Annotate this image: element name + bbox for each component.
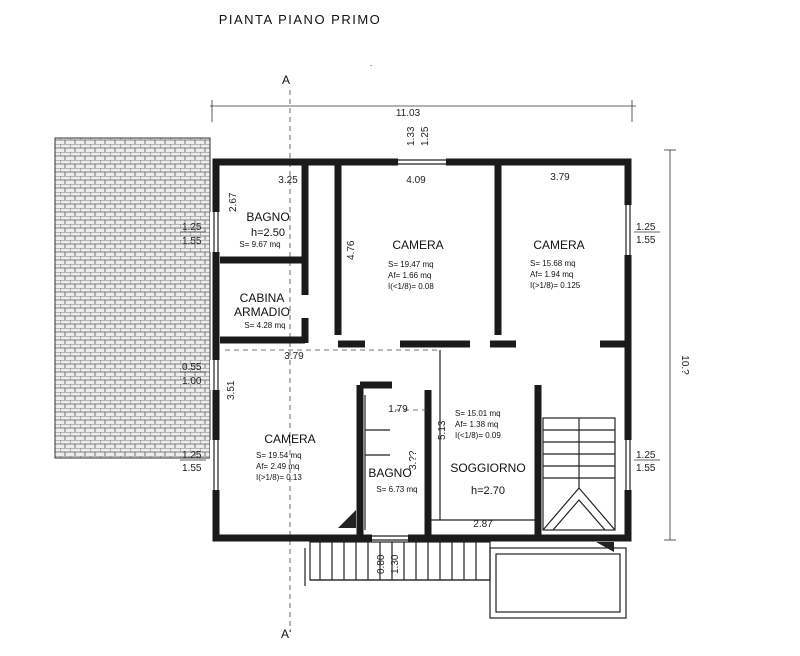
- dim-bagno-h: 2.67: [228, 192, 239, 212]
- windows: [210, 156, 634, 544]
- room-name: CAMERA: [533, 238, 584, 252]
- room-height: h=2.50: [251, 227, 285, 239]
- shaft-marker-2: [596, 542, 614, 552]
- shaft-marker-1: [338, 510, 356, 528]
- right-window-a-dim-2: 1.55: [636, 235, 656, 246]
- room-af: Af= 1.94 mq: [530, 270, 573, 279]
- room-area: S= 9.67 mq: [239, 240, 280, 249]
- room-bagno-2: BAGNO S= 6.73 mq: [368, 466, 417, 494]
- bottom-window-dim-1: 0.80: [376, 554, 387, 574]
- room-name-1: CABINA: [240, 291, 285, 305]
- right-window-b-dim-2: 1.55: [636, 463, 656, 474]
- dim-bagno2-h: 3.??: [408, 450, 419, 470]
- room-name: BAGNO: [368, 466, 411, 480]
- room-af: Af= 2.49 mq: [256, 462, 299, 471]
- right-window-a-dim-1: 1.25: [636, 222, 656, 233]
- left-window-c-dim-1: 1.25: [182, 450, 202, 461]
- dim-sogg-h: 5.13: [437, 420, 448, 440]
- room-ratio: I(<1/8)= 0.09: [455, 431, 501, 440]
- dim-bagno2-w: 1.79: [388, 404, 408, 415]
- bottom-window-dim-2: 1.30: [390, 554, 401, 574]
- dim-cam3-w: 3.79: [284, 351, 304, 362]
- room-camera-1: CAMERA S= 19.47 mq Af= 1.66 mq I(<1/8)= …: [388, 238, 444, 291]
- room-name-2: ARMADIO: [234, 305, 290, 319]
- room-area: S= 15.68 mq: [530, 259, 576, 268]
- room-name: SOGGIORNO: [450, 461, 525, 475]
- left-window-b-dim-2: 1.00: [182, 376, 202, 387]
- room-camera-3: CAMERA S= 19.54 mq Af= 2.49 mq I(>1/8)= …: [256, 432, 316, 482]
- room-area: S= 19.54 mq: [256, 451, 302, 460]
- dim-cam3-h: 3.51: [226, 380, 237, 400]
- interior-walls: [220, 162, 628, 538]
- right-window-b-dim-1: 1.25: [636, 450, 656, 461]
- room-af: Af= 1.38 mq: [455, 420, 498, 429]
- room-area: S= 6.73 mq: [376, 485, 417, 494]
- left-window-a-dim-1: 1.25: [182, 222, 202, 233]
- left-window-a-dim-2: 1.55: [182, 236, 202, 247]
- dim-bagno-w: 3.25: [278, 175, 298, 186]
- left-window-c-dim-2: 1.55: [182, 463, 202, 474]
- room-area: S= 19.47 mq: [388, 260, 434, 269]
- overall-depth-label: 10.?: [679, 355, 690, 375]
- room-ratio: I(>1/8)= 0.13: [256, 473, 302, 482]
- section-mark-top: A: [282, 73, 290, 87]
- top-window-dim-2: 1.25: [420, 126, 431, 146]
- plan-title: PIANTA PIANO PRIMO: [219, 12, 382, 27]
- room-area: S= 4.28 mq: [244, 321, 285, 330]
- room-name: CAMERA: [392, 238, 443, 252]
- room-height: h=2.70: [471, 485, 505, 497]
- interior-staircase: [542, 417, 616, 531]
- dim-cam2-w: 3.79: [550, 172, 570, 183]
- dim-cam1-h: 4.76: [346, 240, 357, 260]
- room-bagno-1: BAGNO h=2.50 S= 9.67 mq: [239, 210, 289, 249]
- room-area: S= 15.01 mq: [455, 409, 501, 418]
- overall-width-label: 11.03: [396, 108, 421, 119]
- room-cabina-armadio: CABINA ARMADIO S= 4.28 mq: [234, 291, 290, 330]
- room-camera-2: CAMERA S= 15.68 mq Af= 1.94 mq I(>1/8)= …: [530, 238, 585, 290]
- room-ratio: I(>1/8)= 0.125: [530, 281, 581, 290]
- room-name: BAGNO: [246, 210, 289, 224]
- section-mark-bottom: A': [281, 627, 291, 641]
- stray-mark: .: [370, 59, 372, 68]
- top-window-dim-1: 1.33: [406, 126, 417, 146]
- exterior-staircase: [304, 541, 627, 619]
- room-af: Af= 1.66 mq: [388, 271, 431, 280]
- left-window-b-dim-1: 0.55: [182, 362, 202, 373]
- room-soggiorno: S= 15.01 mq Af= 1.38 mq I(<1/8)= 0.09 SO…: [450, 409, 525, 497]
- room-name: CAMERA: [264, 432, 315, 446]
- dim-sogg-w: 2.87: [473, 519, 493, 530]
- dim-cam1-w: 4.09: [406, 175, 426, 186]
- room-ratio: I(<1/8)= 0.08: [388, 282, 434, 291]
- terrace-tiles: [54, 137, 211, 459]
